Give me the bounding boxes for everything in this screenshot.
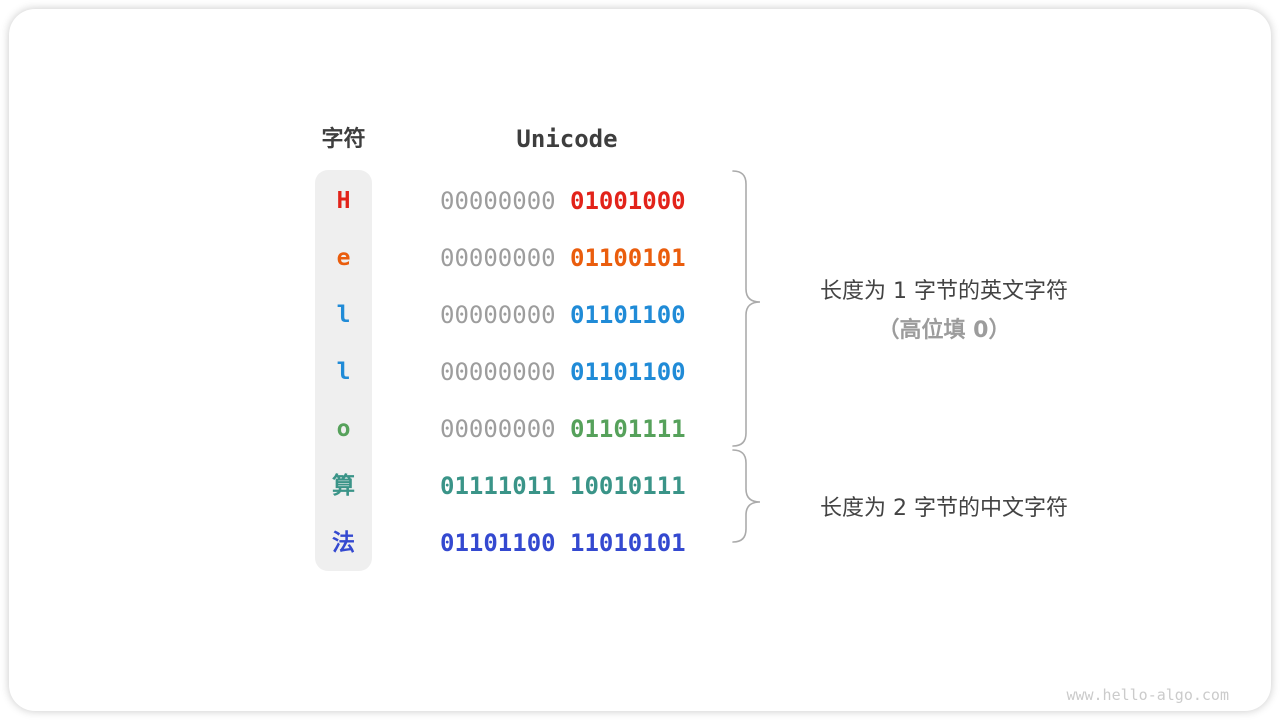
character-cell: H	[336, 188, 351, 214]
character-cell: l	[336, 302, 351, 328]
annotation-english-line2: （高位填 0）	[877, 318, 1011, 343]
table-row: o 00000000 01101111	[9, 412, 1271, 446]
byte1-bits: 00000000	[440, 301, 556, 329]
table-row: l 00000000 01101100	[9, 355, 1271, 389]
byte1-bits: 00000000	[440, 187, 556, 215]
byte2-bits: 01001000	[570, 187, 686, 215]
brace-chinese-group	[732, 449, 761, 543]
table-row: e 00000000 01100101	[9, 241, 1271, 275]
watermark-text: www.hello-algo.com	[1066, 686, 1229, 704]
character-cell: e	[336, 245, 351, 271]
byte1-bits: 01101100	[440, 529, 556, 557]
figure-card: 字符 Unicode H 00000000 01001000 e 0000000…	[9, 9, 1271, 711]
byte1-bits: 01111011	[440, 472, 556, 500]
table-row: 算 01111011 10010111	[9, 469, 1271, 503]
table-row: 法 01101100 11010101	[9, 526, 1271, 560]
byte1-bits: 00000000	[440, 415, 556, 443]
byte2-bits: 10010111	[570, 472, 686, 500]
byte2-bits: 01101100	[570, 358, 686, 386]
character-column-background	[315, 170, 372, 571]
byte2-bits: 01100101	[570, 244, 686, 272]
table-row: H 00000000 01001000	[9, 184, 1271, 218]
byte1-bits: 00000000	[440, 358, 556, 386]
character-cell: o	[336, 416, 351, 442]
column-header-unicode: Unicode	[516, 125, 618, 153]
byte2-bits: 01101100	[570, 301, 686, 329]
group-braces	[732, 170, 761, 543]
byte1-bits: 00000000	[440, 244, 556, 272]
character-cell: l	[336, 359, 351, 385]
brace-english-group	[732, 170, 761, 447]
byte2-bits: 01101111	[570, 415, 686, 443]
character-cell: 算	[332, 473, 355, 499]
annotation-english-line1: 长度为 1 字节的英文字符	[820, 279, 1068, 304]
character-cell: 法	[332, 530, 355, 556]
column-header-character: 字符	[321, 127, 366, 152]
annotation-chinese-line1: 长度为 2 字节的中文字符	[820, 496, 1068, 521]
table-row: l 00000000 01101100	[9, 298, 1271, 332]
byte2-bits: 11010101	[570, 529, 686, 557]
